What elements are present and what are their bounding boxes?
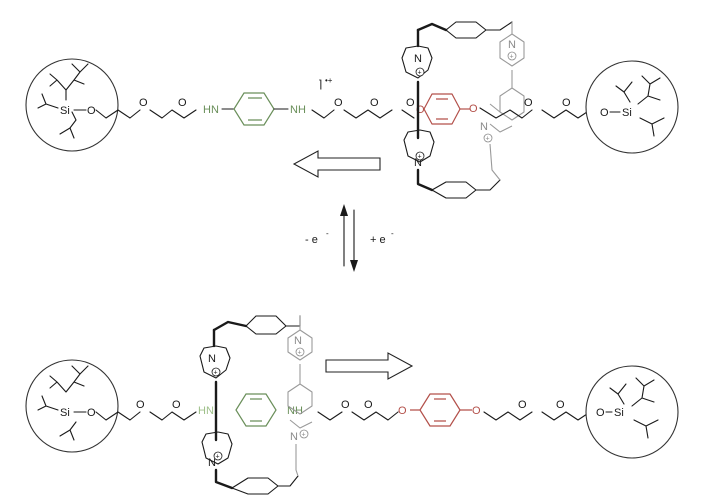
svg-text:+: +: [486, 136, 490, 143]
top-left-si-label: Si: [60, 105, 70, 117]
bottom-shuttle-direction-arrow: [325, 352, 414, 380]
bottom-hn-label: HN: [198, 405, 214, 417]
bottom-axle-right-chain: [483, 411, 591, 421]
svg-text:+: +: [510, 54, 514, 61]
svg-text:+: +: [298, 350, 302, 357]
redox-equilibrium-arrows: - e - + e -: [305, 204, 394, 272]
top-axle-middle-chain: [311, 109, 415, 119]
bottom-front-n1: N: [208, 353, 216, 365]
top-shuttle-direction-arrow: [292, 150, 381, 178]
bottom-right-si-label: Si: [614, 407, 624, 419]
top-axle-o1: O: [139, 97, 148, 109]
bottom-left-stopper: Si O: [25, 359, 119, 453]
top-front-n2: N: [414, 157, 422, 169]
bottom-axle-o6: O: [556, 399, 565, 411]
top-hn-label: HN: [203, 104, 219, 116]
top-oxyphenylene-ring: [423, 93, 461, 125]
bottom-axle-o3: O: [341, 399, 350, 411]
top-right-o-label: O: [600, 107, 609, 119]
top-radical-charge: •+: [325, 76, 333, 85]
top-axle-o2: O: [178, 97, 187, 109]
top-axle-o5: O: [406, 97, 415, 109]
bottom-back-n1: N: [294, 335, 302, 347]
bottom-front-n2: N: [208, 457, 216, 469]
top-axle-o3: O: [334, 97, 343, 109]
top-left-stopper: Si O: [25, 58, 119, 152]
bottom-axle-o5: O: [518, 399, 527, 411]
bottom-axle-left-chain: [95, 411, 197, 421]
top-axle-left-chain: [95, 109, 197, 119]
svg-text:+: +: [418, 70, 422, 77]
top-back-n2: N: [480, 121, 488, 133]
top-axle-o6: O: [524, 97, 533, 109]
svg-text:+: +: [216, 454, 220, 461]
bottom-left-si-label: Si: [60, 407, 70, 419]
bottom-axle-o1: O: [136, 399, 145, 411]
reduction-electron-sup: -: [391, 229, 394, 238]
top-left-o-label: O: [87, 105, 96, 117]
reduction-label: + e: [370, 234, 386, 246]
top-axle-o4: O: [370, 97, 379, 109]
bottom-xylylene-lower: [231, 475, 299, 495]
bottom-ring-back-bipyridinium: N + N +: [287, 316, 313, 477]
bottom-right-o-label: O: [596, 407, 605, 419]
svg-text:+: +: [214, 370, 218, 377]
top-nh-label: NH: [290, 104, 306, 116]
bottom-phenylene-ring: [235, 393, 277, 427]
top-front-n1: N: [414, 53, 422, 65]
top-back-n1: N: [508, 39, 516, 51]
bottom-xylylene-upper: [245, 315, 301, 335]
top-oxy-o2: O: [469, 103, 478, 115]
bottom-oxy-o1: O: [398, 405, 407, 417]
top-ring-front-bipyridinium: N + N +: [401, 22, 448, 192]
top-bracket: ⌉: [318, 79, 322, 91]
top-oxy-o1: O: [416, 104, 425, 116]
svg-text:+: +: [302, 432, 306, 439]
bottom-oxyphenylene-ring: [410, 393, 472, 427]
oxidation-electron-sup: -: [326, 229, 329, 238]
bottom-right-stopper: O Si: [585, 365, 679, 459]
bottom-back-n2: N: [290, 431, 298, 443]
top-xylylene-lower: [431, 179, 501, 199]
top-rotaxane-state: Si O O O HN NH ⌉ •+ O O O O O N: [25, 21, 679, 199]
bottom-axle-middle-chain: [317, 411, 399, 421]
bottom-oxy-o2: O: [472, 405, 481, 417]
oxidation-label: - e: [305, 234, 318, 246]
top-axle-o7: O: [562, 97, 571, 109]
bottom-axle-o2: O: [172, 399, 181, 411]
bottom-ring-front-bipyridinium: N + N +: [199, 320, 248, 490]
bottom-axle-o4: O: [364, 399, 373, 411]
bottom-left-o-label: O: [87, 407, 96, 419]
svg-text:+: +: [418, 154, 422, 161]
top-right-stopper: O Si: [585, 60, 679, 154]
top-phenylene-ring: [233, 92, 275, 126]
top-axle-right-chain: [479, 107, 591, 119]
top-right-si-label: Si: [622, 107, 632, 119]
bottom-rotaxane-state: Si O O O HN NH N + N +: [25, 315, 679, 495]
top-ring-back-bipyridinium: N + N +: [480, 22, 525, 181]
top-xylylene-upper: [445, 21, 513, 39]
